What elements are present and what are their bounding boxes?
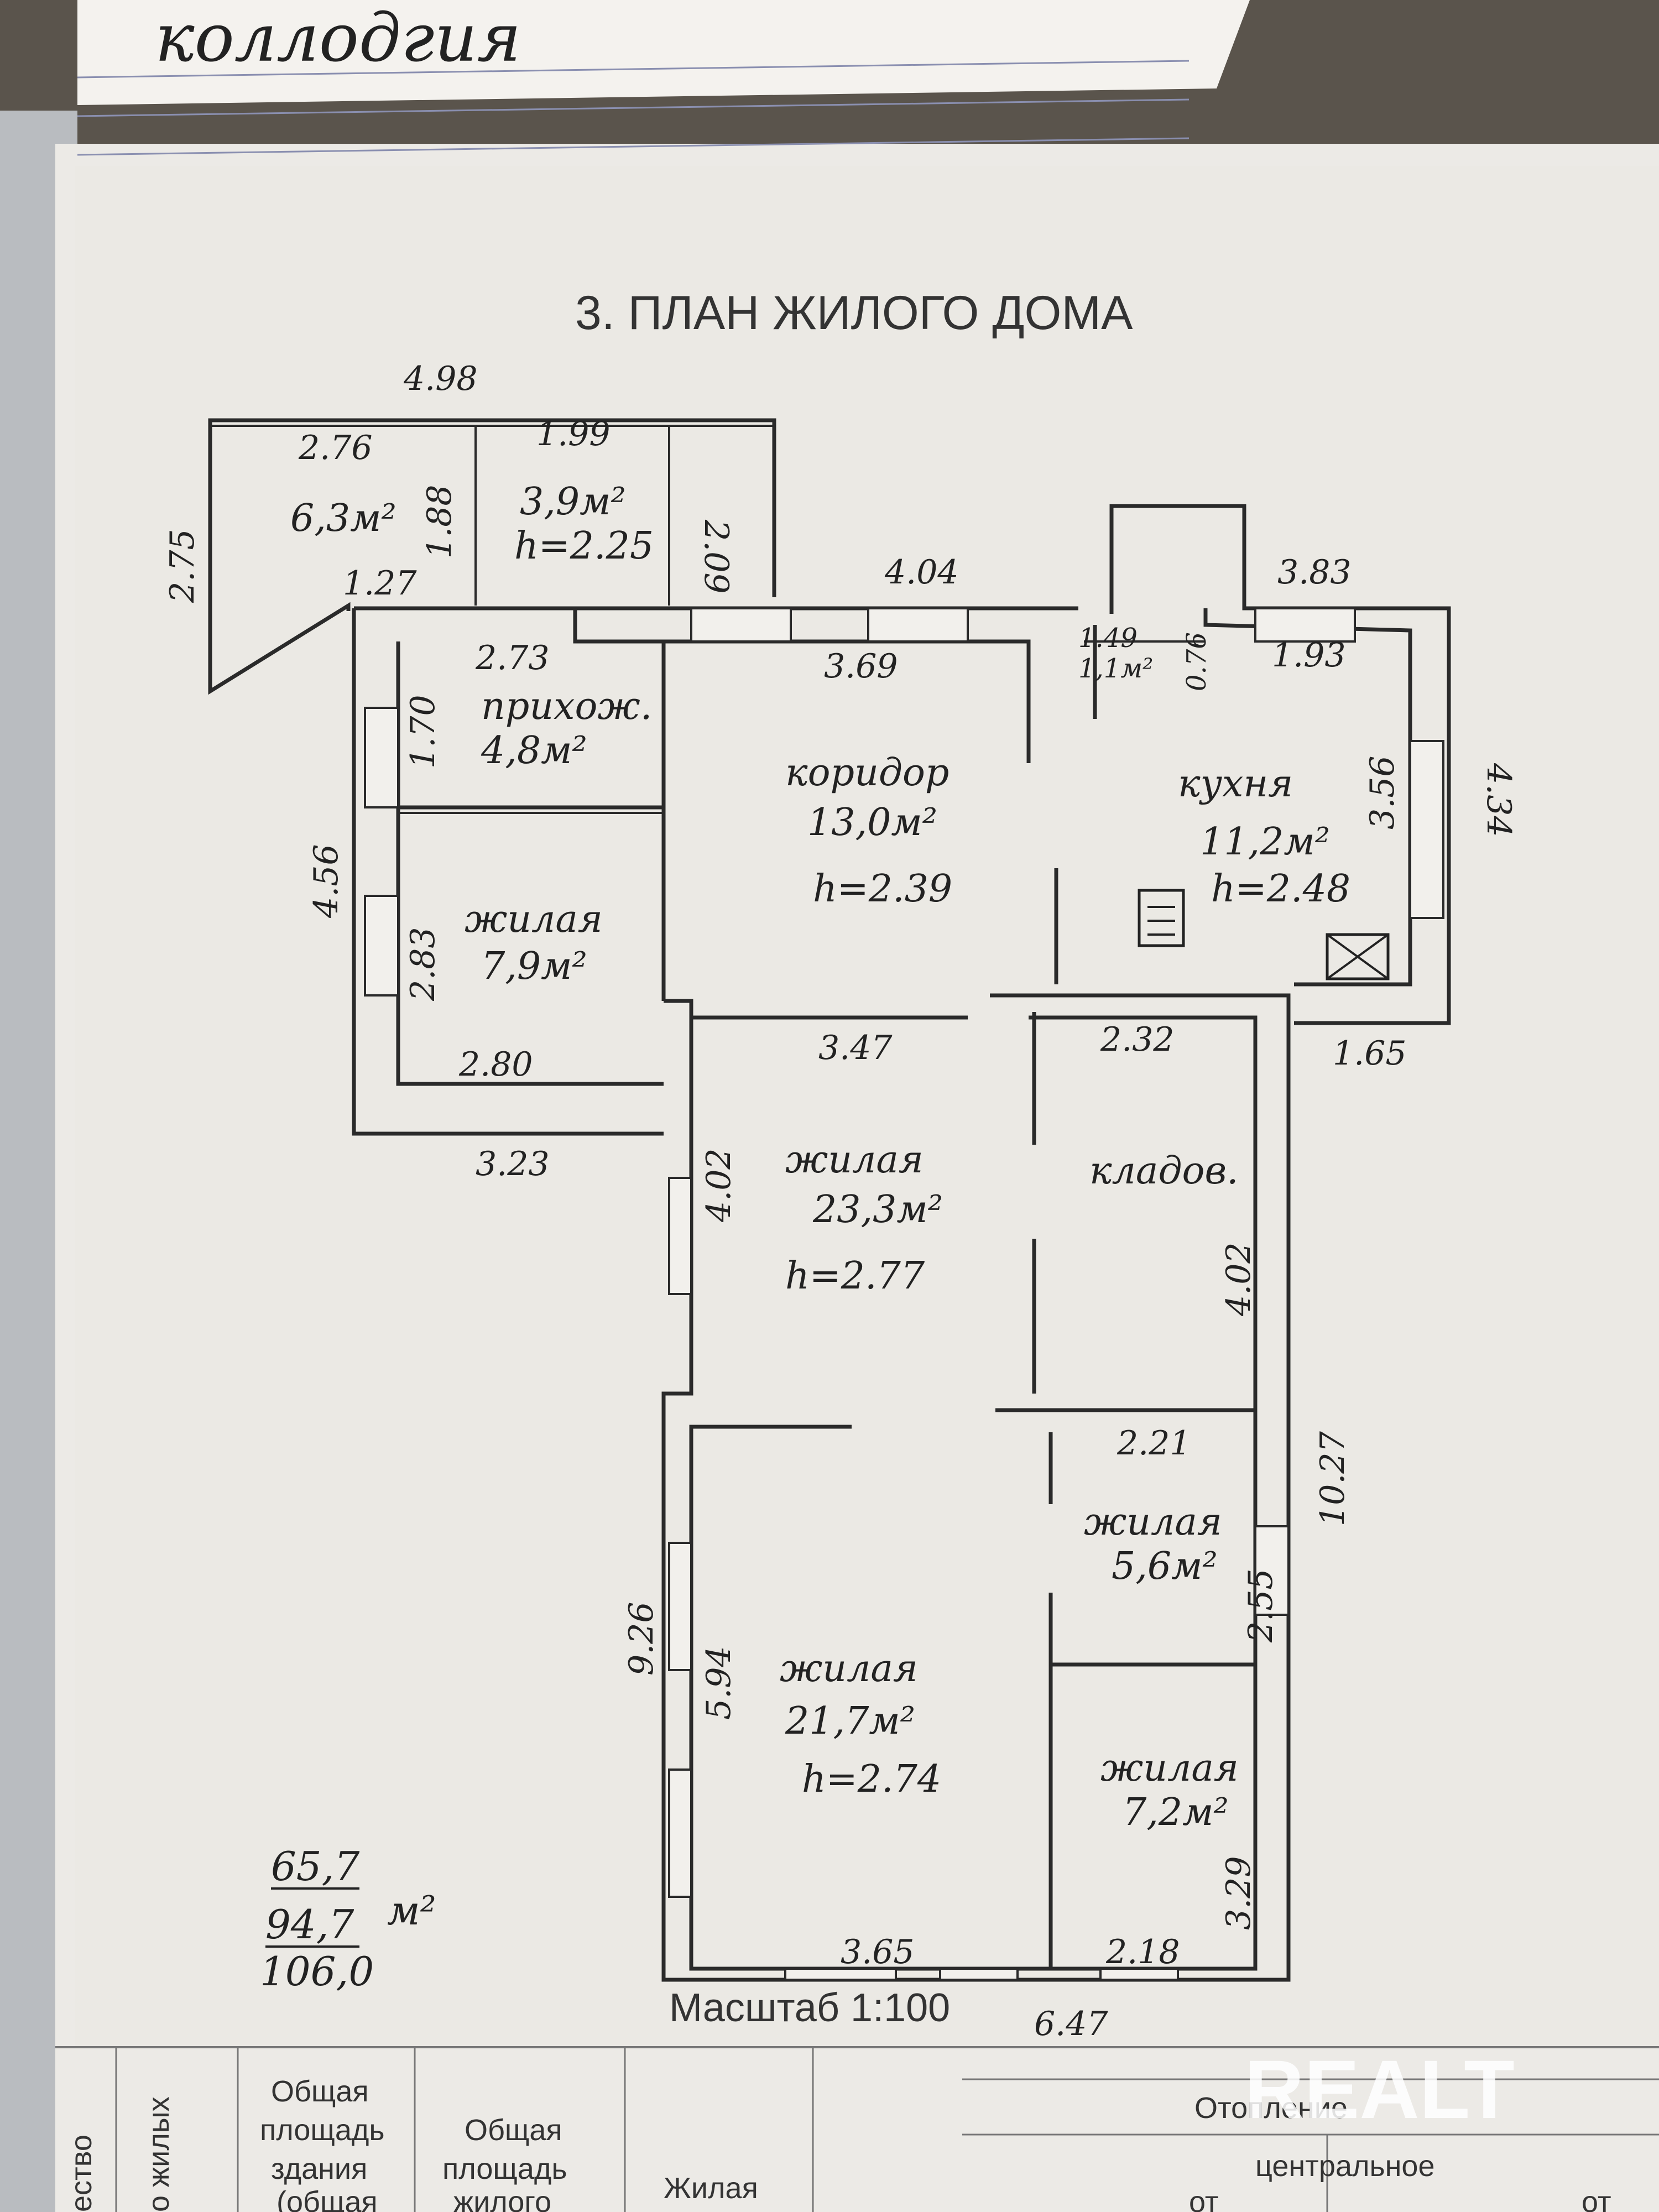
svg-text:3.69: 3.69: [824, 647, 898, 686]
room-living4-height: h=2.74: [802, 1757, 941, 1801]
svg-text:9.26: 9.26: [622, 1601, 661, 1676]
svg-text:10.27: 10.27: [1313, 1431, 1352, 1526]
handwritten-scribble: коллодгия: [155, 0, 521, 77]
svg-text:2.73: 2.73: [475, 639, 550, 677]
room-wc-area: 1,1м²: [1078, 653, 1153, 684]
room-kitchen-height: h=2.48: [1211, 867, 1350, 911]
table-col-5: Жилая: [664, 2172, 758, 2205]
svg-text:2.18: 2.18: [1105, 1933, 1180, 1971]
svg-text:3.56: 3.56: [1363, 755, 1402, 830]
svg-text:1.88: 1.88: [420, 484, 459, 559]
svg-text:1.65: 1.65: [1333, 1034, 1407, 1073]
realt-logo: REALT: [1244, 2043, 1515, 2136]
svg-text:4.02: 4.02: [700, 1148, 738, 1223]
svg-text:4.98: 4.98: [403, 359, 478, 398]
svg-text:1.99: 1.99: [536, 415, 611, 453]
svg-text:3.23: 3.23: [476, 1145, 550, 1183]
svg-text:коллодгия: коллодгия: [155, 0, 521, 77]
room-living5-area: 7,2м²: [1123, 1791, 1229, 1834]
scale-label: Масштаб 1:100: [669, 1986, 950, 2030]
svg-text:1.49: 1.49: [1078, 623, 1138, 654]
table-col-3-line4: (общая: [276, 2185, 378, 2212]
svg-text:2.76: 2.76: [298, 429, 373, 467]
dimensions: 4.98 2.76 1.99 4.04 3.83 1.27 2.73 3.69 …: [163, 359, 1518, 2043]
svg-text:1.93: 1.93: [1272, 636, 1346, 675]
room-living4-area: 21,7м²: [785, 1699, 915, 1743]
table-col-4-line1: Общая: [465, 2114, 562, 2147]
svg-text:2.80: 2.80: [458, 1045, 533, 1084]
room-veranda-area: 6,3м²: [290, 497, 397, 540]
svg-text:3.65: 3.65: [841, 1933, 915, 1971]
room-living4-name: жилая: [780, 1647, 918, 1691]
svg-text:5.94: 5.94: [700, 1646, 738, 1720]
room-storage-name: кладов.: [1089, 1149, 1239, 1193]
table-col-1: ество: [65, 2135, 98, 2212]
svg-text:2.83: 2.83: [404, 927, 442, 1001]
stove-icon: [1138, 889, 1185, 947]
room-living2-name: жилая: [785, 1138, 924, 1182]
svg-text:2.55: 2.55: [1241, 1568, 1280, 1643]
windows: [364, 607, 1444, 1981]
table-from-2: от: [1582, 2185, 1611, 2212]
room-kitchen-area: 11,2м²: [1200, 820, 1330, 864]
svg-text:1.27: 1.27: [343, 564, 417, 603]
room-vestibule-area: 3,9м²: [520, 480, 626, 524]
room-vestibule-height: h=2.25: [514, 524, 654, 568]
table-col-3-line3: здания: [271, 2152, 367, 2185]
room-living1-name: жилая: [465, 898, 603, 941]
svg-text:3.29: 3.29: [1219, 1856, 1258, 1930]
room-living3-area: 5,6м²: [1112, 1545, 1218, 1588]
svg-text:6.47: 6.47: [1034, 2005, 1108, 2043]
room-living3-name: жилая: [1084, 1500, 1222, 1544]
room-hall-area: 4,8м²: [481, 729, 587, 773]
svg-text:2.09: 2.09: [697, 519, 735, 594]
table-heating-type: центральное: [1255, 2150, 1435, 2183]
bottom-table: [55, 2046, 1659, 2212]
room-kitchen-name: кухня: [1178, 762, 1293, 806]
room-hall-name: прихож.: [481, 685, 652, 728]
building-walls: [208, 418, 1451, 1982]
svg-text:4.56: 4.56: [307, 844, 346, 919]
room-living2-height: h=2.77: [785, 1254, 925, 1298]
svg-text:2.32: 2.32: [1100, 1020, 1175, 1059]
svg-text:3.47: 3.47: [818, 1029, 893, 1067]
chimney-icon: [1326, 933, 1390, 980]
svg-text:0.76: 0.76: [1181, 632, 1212, 691]
room-living1-area: 7,9м²: [481, 945, 587, 988]
table-col-2: о жилых: [142, 2096, 175, 2212]
room-living2-area: 23,3м²: [812, 1188, 943, 1232]
svg-text:2.21: 2.21: [1117, 1424, 1191, 1463]
room-living5-name: жилая: [1100, 1746, 1239, 1790]
room-corridor-name: коридор: [785, 751, 949, 795]
svg-text:3.83: 3.83: [1277, 553, 1352, 592]
svg-text:1.70: 1.70: [404, 695, 442, 769]
total-living-area: 65,7: [271, 1843, 360, 1890]
table-heating: Отопление: [1194, 2091, 1348, 2125]
svg-text:4.04: 4.04: [884, 553, 959, 592]
svg-text:2.75: 2.75: [163, 529, 202, 603]
table-from-1: от: [1189, 2185, 1219, 2212]
grid-notepad: [77, 60, 1190, 156]
room-corridor-height: h=2.39: [813, 867, 952, 911]
table-col-3-line1: Общая: [271, 2075, 369, 2108]
table-col-3-line2: площадь: [260, 2114, 385, 2147]
table-col-4-line2: площадь: [442, 2152, 567, 2185]
plan-title: 3. ПЛАН ЖИЛОГО ДОМА: [575, 286, 1133, 340]
table-col-4-line3: жилого: [453, 2185, 551, 2212]
room-corridor-area: 13,0м²: [807, 801, 937, 844]
svg-text:4.34: 4.34: [1479, 763, 1518, 837]
total-building-area: 106,0: [260, 1948, 374, 1995]
total-house-area: 94,7: [265, 1901, 354, 1948]
svg-text:4.02: 4.02: [1219, 1242, 1258, 1317]
total-unit: м²: [387, 1887, 436, 1934]
